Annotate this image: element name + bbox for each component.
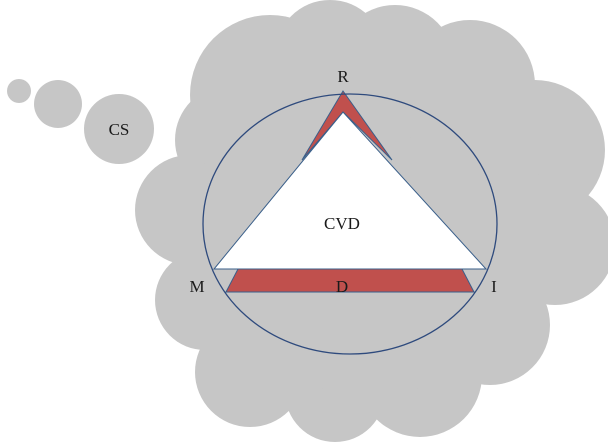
base-band [225, 268, 475, 293]
inner-triangle [212, 111, 488, 270]
base-band-label: D [336, 277, 348, 296]
vertex-left-label: M [189, 277, 204, 296]
vertex-right-label: I [491, 277, 497, 296]
triangle-group [212, 90, 488, 293]
thought-bubble-small [7, 79, 31, 103]
thought-bubble-large [84, 94, 154, 164]
outer-circle [202, 93, 498, 355]
thought-label: CS [109, 120, 130, 139]
vertex-top-label: R [337, 67, 349, 86]
triangle-label: CVD [324, 214, 360, 233]
thought-bubble-medium [34, 80, 82, 128]
